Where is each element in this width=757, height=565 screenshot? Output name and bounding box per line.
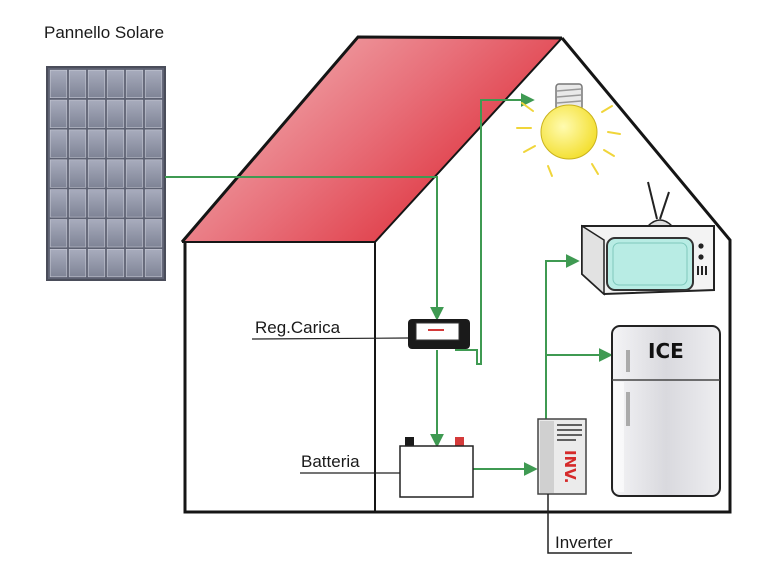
charge-regulator-label: Reg.Carica	[255, 318, 341, 337]
solar-cell	[49, 69, 68, 98]
battery-label: Batteria	[301, 452, 360, 471]
solar-cell	[125, 189, 144, 218]
solar-cell	[68, 99, 87, 128]
solar-cell	[87, 129, 106, 158]
fridge-icon: ICE	[611, 325, 721, 497]
solar-cell	[49, 129, 68, 158]
solar-cell	[125, 99, 144, 128]
solar-cell	[68, 249, 87, 278]
solar-cell	[106, 189, 125, 218]
solar-cell	[106, 69, 125, 98]
solar-cell	[106, 129, 125, 158]
solar-cell	[144, 159, 163, 188]
solar-cell	[106, 99, 125, 128]
solar-cell	[68, 129, 87, 158]
solar-cell	[106, 249, 125, 278]
solar-cell	[106, 159, 125, 188]
solar-panel-label: Pannello Solare	[44, 23, 164, 42]
light-bulb-icon	[516, 83, 621, 177]
solar-cell	[49, 249, 68, 278]
solar-cell	[49, 159, 68, 188]
inverter-icon: INV.	[537, 418, 587, 495]
charge-regulator-icon	[408, 319, 470, 349]
inverter-leader	[547, 494, 632, 554]
solar-cell	[144, 249, 163, 278]
fridge-brand-label: ICE	[648, 339, 684, 363]
solar-cell	[49, 189, 68, 218]
solar-cell	[125, 159, 144, 188]
inverter-label: Inverter	[555, 533, 613, 552]
house-walls	[183, 37, 732, 514]
solar-cell	[49, 99, 68, 128]
solar-cell	[125, 129, 144, 158]
solar-cell	[125, 219, 144, 248]
solar-cell	[49, 219, 68, 248]
charge-regulator-leader	[251, 337, 409, 340]
inverter-badge: INV.	[561, 450, 579, 484]
tv-icon	[581, 181, 715, 296]
wiring	[165, 93, 613, 476]
solar-cell	[87, 99, 106, 128]
solar-cell	[106, 219, 125, 248]
solar-panel-icon	[46, 66, 166, 281]
solar-cell	[87, 219, 106, 248]
solar-cell	[87, 159, 106, 188]
roof	[180, 35, 563, 243]
solar-cell	[144, 219, 163, 248]
solar-cell	[87, 69, 106, 98]
solar-cell	[125, 249, 144, 278]
solar-cell	[144, 189, 163, 218]
solar-cell	[87, 189, 106, 218]
solar-cell	[68, 159, 87, 188]
battery-icon	[399, 437, 474, 498]
solar-cell	[125, 69, 144, 98]
solar-cell	[68, 219, 87, 248]
solar-cell	[144, 129, 163, 158]
solar-cell	[144, 99, 163, 128]
solar-cell	[68, 69, 87, 98]
solar-cell	[144, 69, 163, 98]
solar-cell	[87, 249, 106, 278]
solar-cell	[68, 189, 87, 218]
